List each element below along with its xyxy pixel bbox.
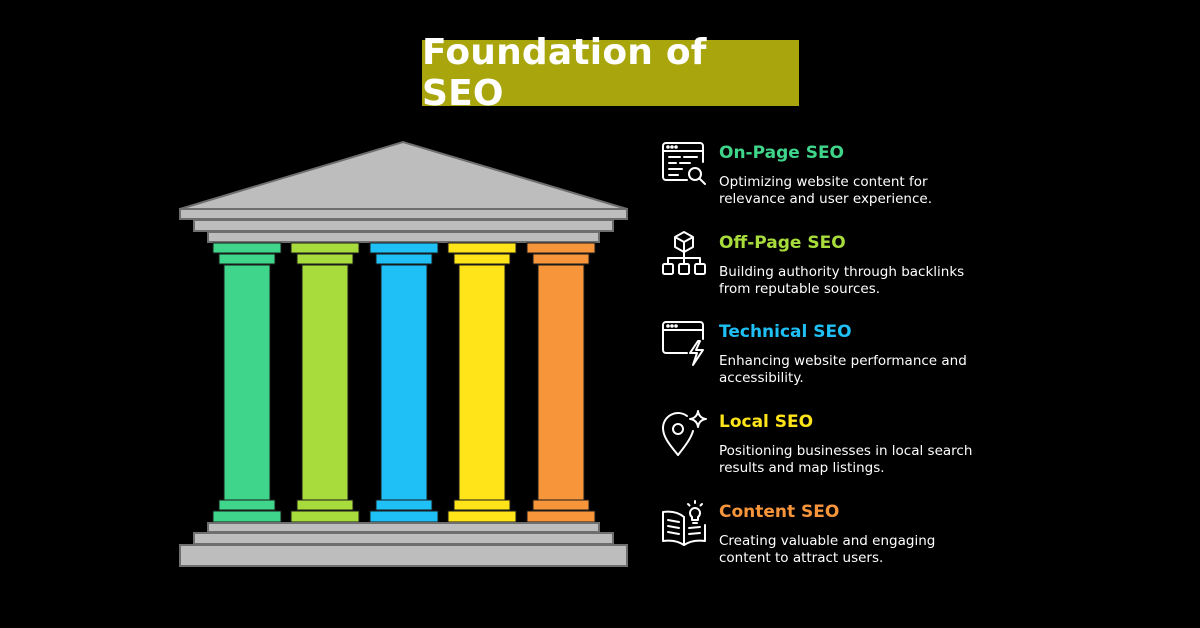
- title-banner: Foundation of SEO: [422, 32, 799, 114]
- pillar-column: [447, 242, 517, 523]
- item-description: Building authority through backlinks fro…: [719, 264, 965, 297]
- network-hierarchy-icon: [660, 230, 708, 278]
- item-title: Technical SEO: [719, 322, 852, 342]
- seo-item-technical: Technical SEO Enhancing website performa…: [660, 319, 980, 399]
- item-title: Local SEO: [719, 412, 814, 432]
- item-description: Creating valuable and engaging content t…: [719, 533, 936, 566]
- browser-lightning-icon: [660, 319, 708, 367]
- map-pin-sparkle-icon: [660, 409, 708, 457]
- item-description: Positioning businesses in local search r…: [719, 443, 973, 476]
- open-book-bulb-icon: [660, 499, 708, 547]
- pillar-column: [369, 242, 439, 523]
- temple-base: [179, 522, 628, 567]
- temple-roof: [179, 140, 628, 243]
- seo-item-off-page: Off-Page SEO Building authority through …: [660, 230, 980, 310]
- item-title: Off-Page SEO: [719, 233, 846, 253]
- pillar-column: [290, 242, 360, 523]
- pillar-column: [212, 242, 282, 523]
- seo-item-local: Local SEO Positioning businesses in loca…: [660, 409, 980, 489]
- item-description: Optimizing website content for relevance…: [719, 174, 932, 207]
- seo-item-on-page: On-Page SEO Optimizing website content f…: [660, 140, 980, 220]
- temple-illustration: [179, 140, 628, 567]
- pillar-column: [526, 242, 596, 523]
- item-title: Content SEO: [719, 502, 840, 522]
- item-title: On-Page SEO: [719, 143, 845, 163]
- page-title: Foundation of SEO: [422, 32, 707, 114]
- seo-item-content: Content SEO Creating valuable and engagi…: [660, 499, 980, 579]
- webpage-search-icon: [660, 140, 708, 188]
- item-description: Enhancing website performance and access…: [719, 353, 967, 386]
